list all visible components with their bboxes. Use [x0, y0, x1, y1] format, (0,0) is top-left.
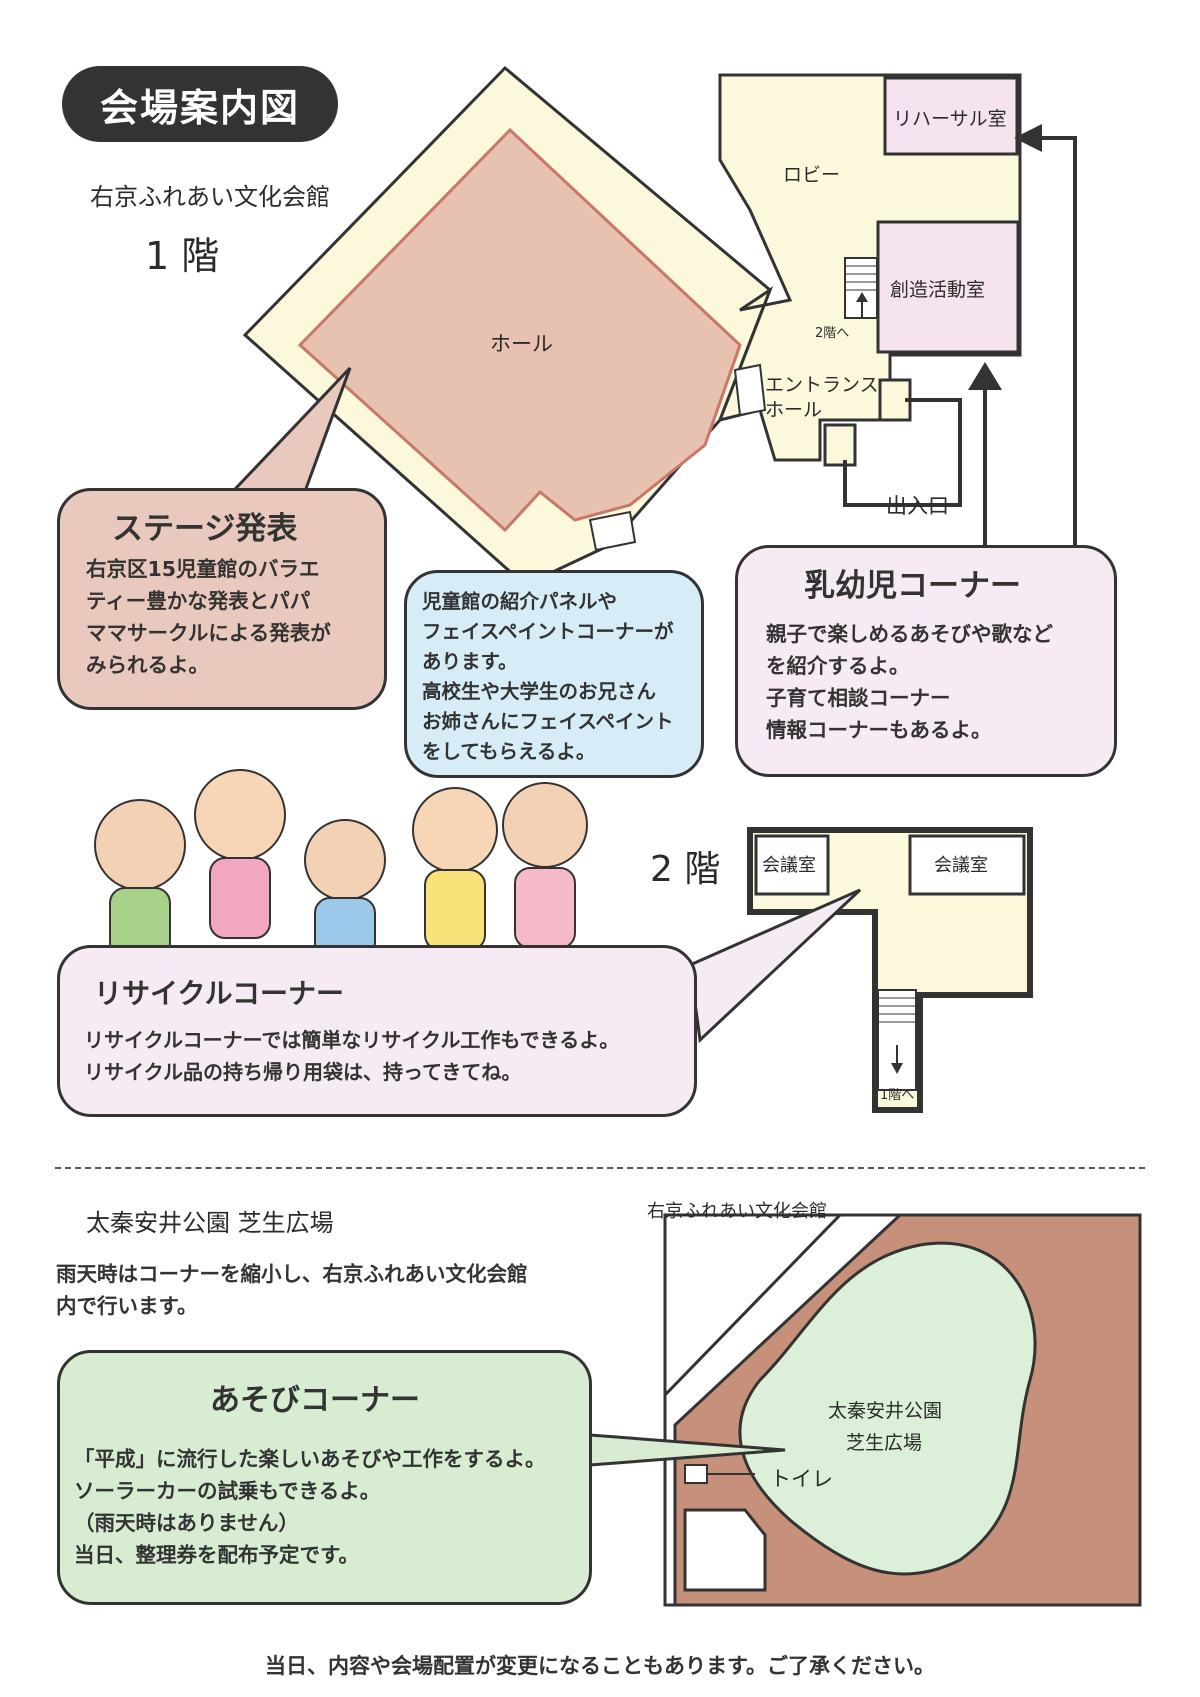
meeting-room-2-label: 会議室 [934, 855, 988, 876]
rehearsal-room [883, 76, 1019, 156]
hall-stage-area [297, 127, 742, 533]
rehearsal-room-label: リハーサル室 [893, 108, 1007, 130]
park-lawn [738, 1241, 1037, 1576]
section-divider [55, 1167, 1145, 1169]
floor2-area [747, 827, 1033, 1113]
building-block [663, 1213, 844, 1399]
toilet-label: トイレ [770, 1467, 833, 1491]
exit-label: 出入口 [886, 494, 949, 518]
floor1-label: 1 階 [145, 234, 220, 278]
park-map-label-1: 太秦安井公園 [828, 1400, 943, 1422]
recycle-bubble-body: リサイクルコーナーでは簡単なリサイクル工作もできるよ。 リサイクル品の持ち帰り用… [84, 1028, 620, 1084]
recycle-bubble-title: リサイクルコーナー [94, 977, 345, 1010]
meeting-room-2 [908, 834, 1026, 896]
meeting-room-1-label: 会議室 [762, 855, 816, 876]
meeting-room-1 [754, 834, 830, 896]
play-bubble: あそびコーナー 「平成」に流行した楽しいあそびや工作をするよ。 ソーラーカーの試… [57, 1350, 592, 1605]
info-bubble-body: 児童館の紹介パネルや フェイスペイントコーナーが あります。 高校生や大学生のお… [422, 590, 674, 763]
arrow-up-icon [1040, 136, 1077, 545]
play-bubble-title: あそびコーナー [210, 1383, 420, 1418]
footer-note: 当日、内容や会場配置が変更になることもあります。ご了承ください。 [265, 1654, 935, 1678]
stage-bubble: ステージ発表 右京区15児童館のバラエ ティー豊かな発表とパパ ママサークルによ… [57, 488, 387, 710]
to-2f-label: 2階へ [815, 326, 850, 341]
lobby-label: ロビー [783, 164, 841, 186]
park-map-label-2: 芝生広場 [846, 1432, 923, 1454]
park-map-building-label: 右京ふれあい文化会館 [647, 1201, 827, 1222]
stage-bubble-body: 右京区15児童館のバラエ ティー豊かな発表とパパ ママサークルによる発表が みら… [86, 557, 331, 677]
entrance-hall-label-2: ホール [765, 399, 823, 421]
infant-bubble: 乳幼児コーナー 親子で楽しめるあそびや歌など を紹介するよ。 子育て相談コーナー… [735, 545, 1117, 777]
stairs-icon [588, 363, 767, 552]
creative-room-label: 創造活動室 [890, 279, 986, 301]
infant-bubble-body: 親子で楽しめるあそびや歌など を紹介するよ。 子育て相談コーナー 情報コーナーも… [766, 622, 1053, 742]
play-bubble-body: 「平成」に流行した楽しいあそびや工作をするよ。 ソーラーカーの試乗もできるよ。 … [74, 1447, 546, 1567]
park-notice: 雨天時はコーナーを縮小し、右京ふれあい文化会館 内で行います。 [56, 1262, 528, 1318]
to-1f-label: 1階へ [880, 1088, 915, 1103]
park-title: 太秦安井公園 芝生広場 [86, 1209, 334, 1237]
page-title: 会場案内図 [62, 66, 338, 142]
children-illustration [94, 769, 588, 959]
stage-bubble-title: ステージ発表 [112, 511, 298, 547]
park-structure [683, 1508, 767, 1592]
venue-name: 右京ふれあい文化会館 [90, 183, 330, 211]
recycle-bubble: リサイクルコーナー リサイクルコーナーでは簡単なリサイクル工作もできるよ。 リサ… [57, 945, 697, 1117]
toilet-icon [684, 1464, 708, 1484]
exit-path [843, 398, 962, 507]
bubble-pointer [216, 366, 352, 507]
infant-bubble-title: 乳幼児コーナー [804, 568, 1021, 604]
creative-room [876, 220, 1020, 354]
entrance-hall-label-1: エントランス [765, 374, 879, 396]
entrance-doors [823, 378, 912, 467]
hall-label: ホール [490, 332, 553, 356]
floor2-label: 2 階 [650, 849, 721, 890]
info-bubble: 児童館の紹介パネルや フェイスペイントコーナーが あります。 高校生や大学生のお… [404, 570, 704, 778]
stairs-icon [877, 989, 917, 1091]
